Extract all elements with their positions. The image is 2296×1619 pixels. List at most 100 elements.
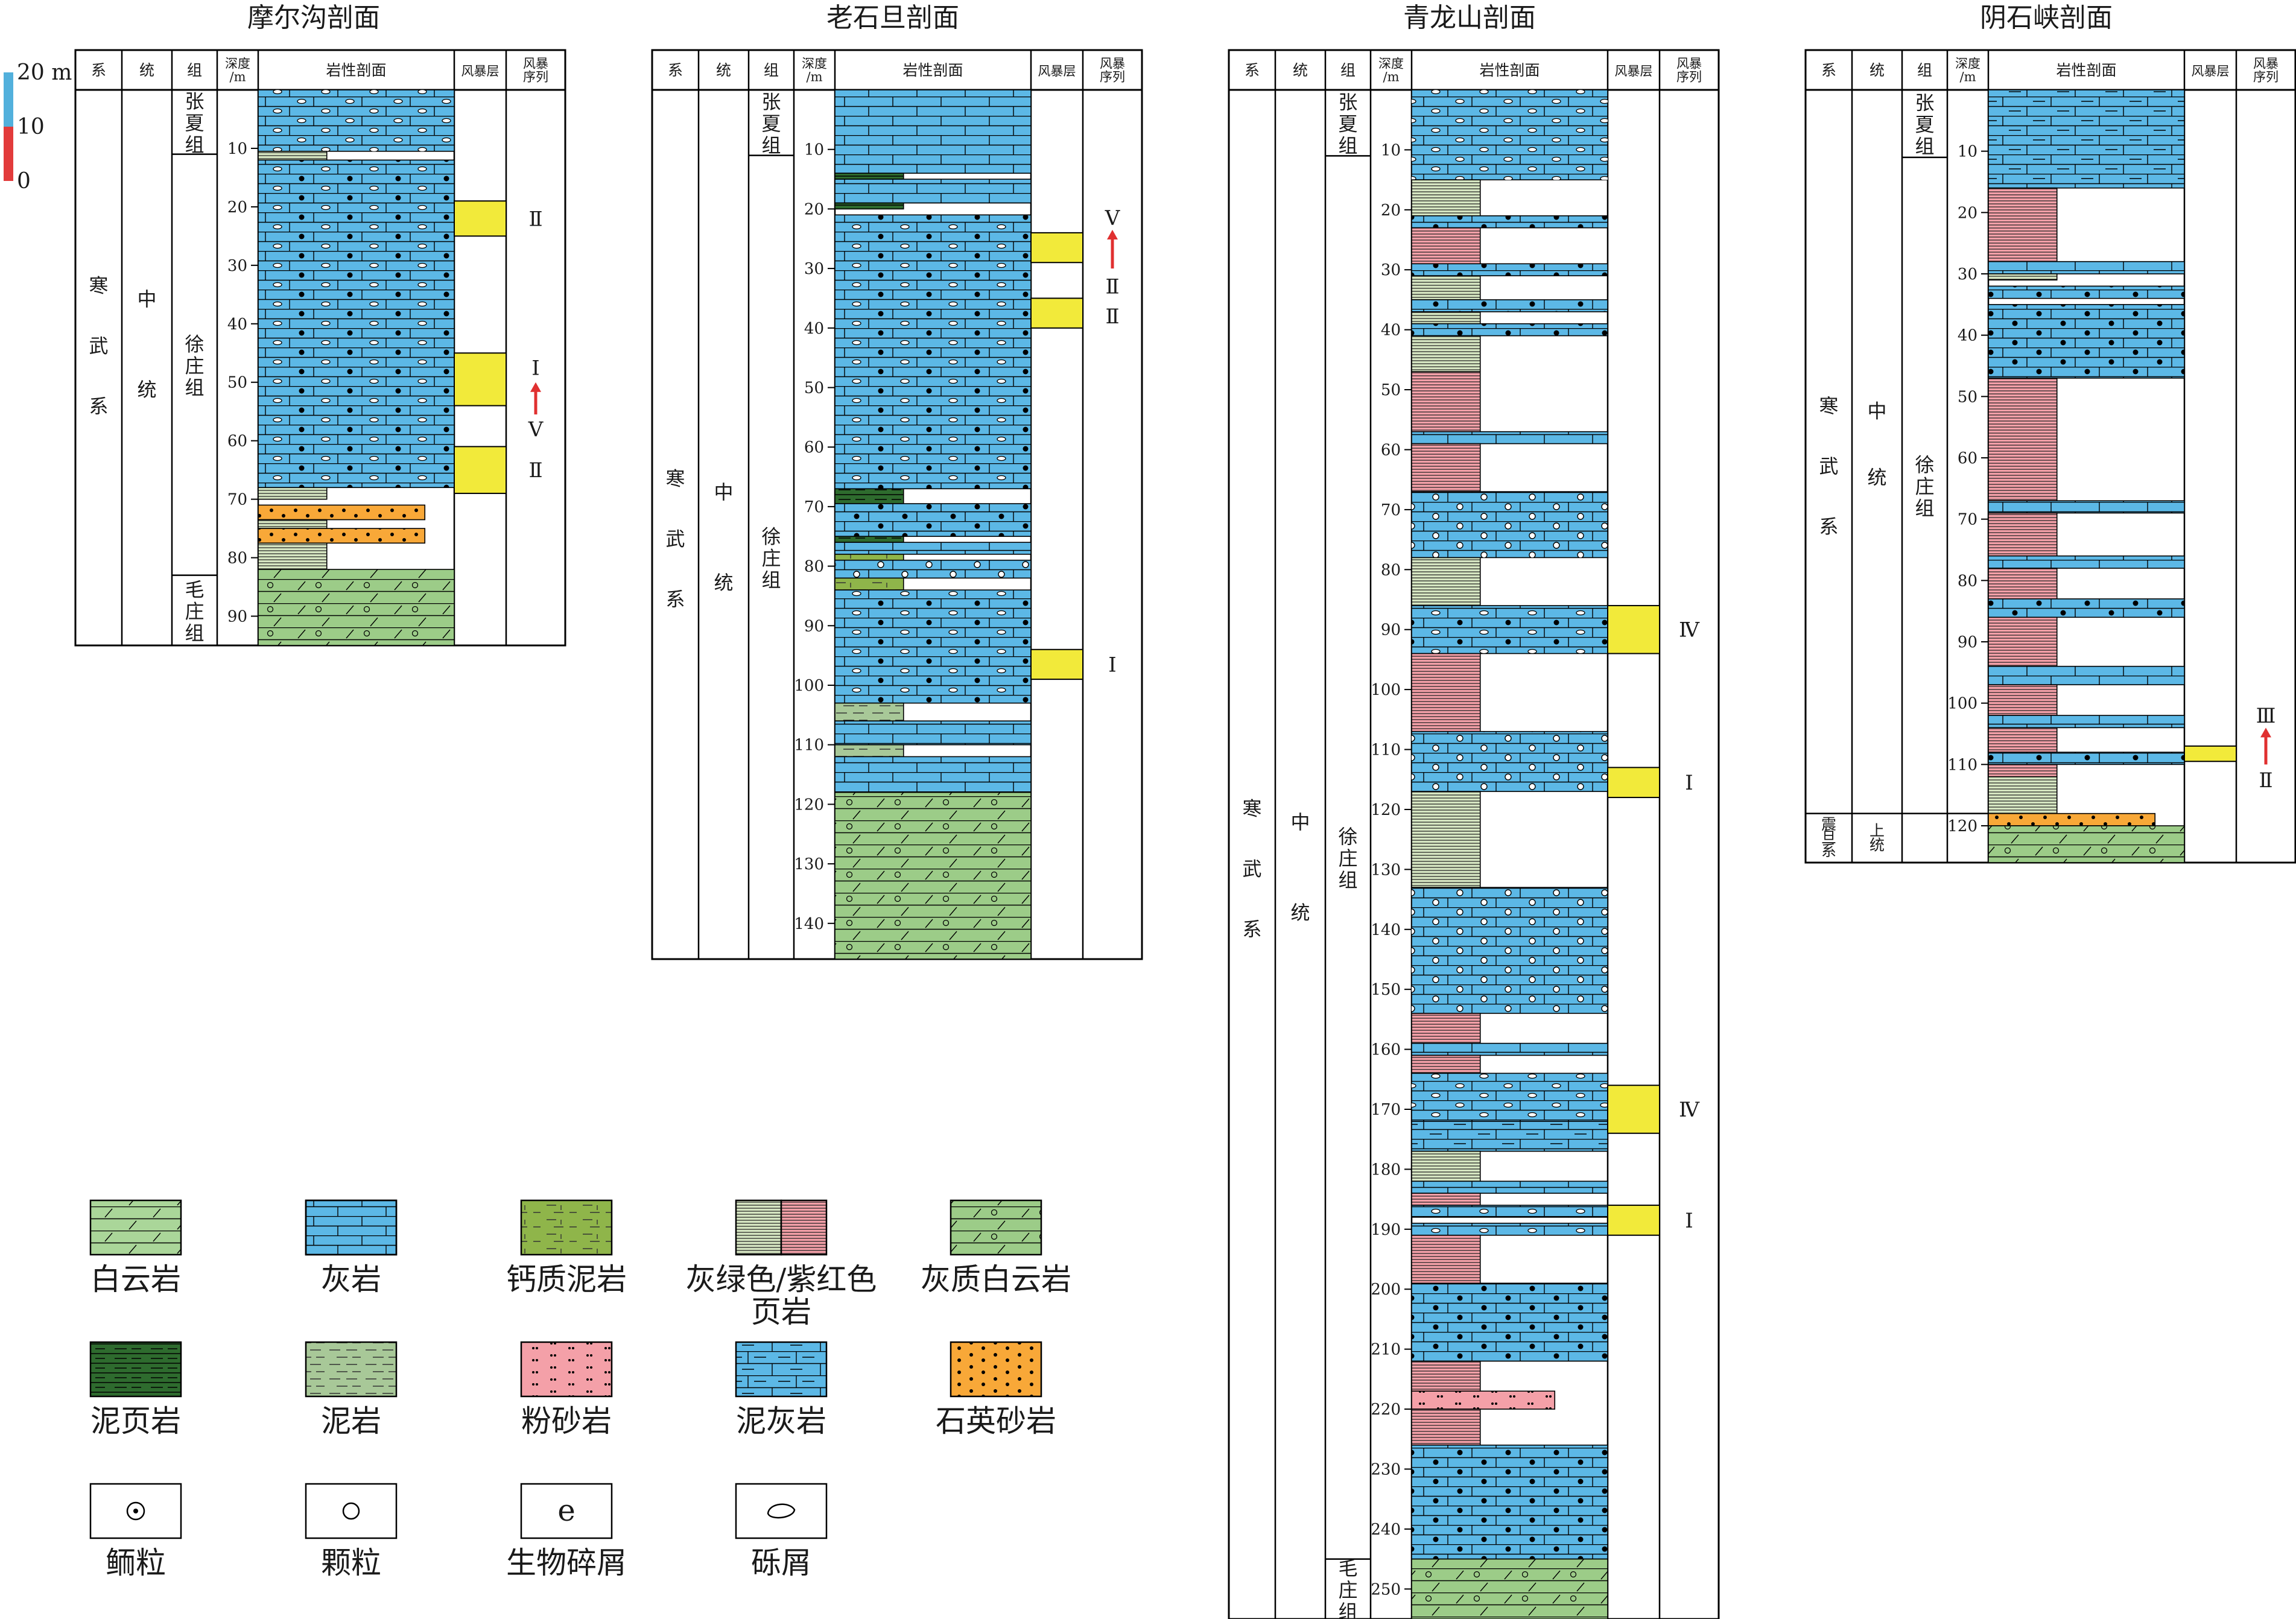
lithology-bed-calc_dolomite bbox=[1988, 825, 2185, 863]
lithology-bed-red_shale bbox=[1411, 1360, 1481, 1392]
system-label-line: 武 bbox=[1819, 455, 1838, 478]
storm-sequence-label: Ⅴ bbox=[528, 417, 544, 442]
formation-label-line: 张 bbox=[1338, 90, 1357, 113]
lithology-bed-green_shale bbox=[1411, 557, 1481, 606]
depth-tick-label: 60 bbox=[1381, 441, 1401, 459]
depth-tick-label: 70 bbox=[804, 498, 824, 516]
storm-layer bbox=[1607, 604, 1660, 654]
depth-tick-label: 20 bbox=[227, 198, 247, 217]
formation-label-line: 徐 bbox=[1915, 453, 1934, 476]
lithology-bed-limestone bbox=[1988, 665, 2185, 685]
lithology-bed-limestone bbox=[834, 89, 1032, 174]
lithology-bed-red_shale bbox=[1411, 1013, 1481, 1044]
header-depth: 深度/m bbox=[1955, 57, 1980, 84]
header-storm-layer: 风暴层 bbox=[1615, 64, 1653, 78]
formation-label-line: 徐 bbox=[1338, 825, 1357, 848]
storm-layer bbox=[1030, 232, 1083, 264]
header-depth: 深度/m bbox=[1378, 57, 1404, 84]
lithology-bed-limestone bbox=[834, 542, 1032, 555]
lithology-bed-quartz_sandstone bbox=[1988, 813, 2156, 826]
lithology-bed-red_shale bbox=[1411, 227, 1481, 265]
lithology-symbol-ooid bbox=[1412, 215, 1608, 228]
depth-tick-label: 30 bbox=[804, 260, 824, 278]
depth-tick-label: 30 bbox=[1958, 265, 1977, 284]
system-label-line: 武 bbox=[665, 528, 685, 551]
formation-label-line: 张 bbox=[185, 90, 204, 113]
header-depth-line: /m bbox=[1960, 70, 1976, 84]
legend-label: 颗粒 bbox=[321, 1545, 381, 1580]
legend-label: 泥岩 bbox=[321, 1404, 381, 1439]
lithology-symbol-grain bbox=[835, 560, 1031, 578]
system-label-lower-line: 震 bbox=[1821, 816, 1836, 833]
header-xi: 系 bbox=[1821, 62, 1836, 79]
lithology-bed-limestone bbox=[1411, 1180, 1608, 1194]
series-label: 中统 bbox=[137, 288, 156, 401]
depth-tick-label: 160 bbox=[1371, 1041, 1401, 1059]
series-label-line: 统 bbox=[714, 571, 733, 594]
depth-tick-label: 230 bbox=[1371, 1460, 1401, 1478]
depth-tick-label: 120 bbox=[794, 796, 824, 814]
depth-tick-label: 50 bbox=[804, 379, 824, 397]
section-title: 青龙山剖面 bbox=[1403, 2, 1536, 33]
depth-tick-label: 100 bbox=[1947, 695, 1977, 713]
lithology-symbol-grain bbox=[1412, 492, 1608, 558]
series-label-line: 统 bbox=[1867, 466, 1886, 489]
lithology-bed-quartz_sandstone bbox=[258, 504, 426, 521]
depth-tick-label: 30 bbox=[1381, 261, 1401, 279]
depth-tick-label: 240 bbox=[1371, 1521, 1401, 1539]
legend-item-siltstone: 粉砂岩 bbox=[520, 1341, 613, 1439]
system-label-lower-line: 旦 bbox=[1821, 829, 1836, 846]
series-label: 中统 bbox=[714, 481, 733, 594]
lithology-bed-mud_shale bbox=[834, 488, 904, 504]
lithology-symbol-ooid bbox=[1412, 1283, 1608, 1361]
legend-label: 灰绿色/紫红色 bbox=[686, 1262, 877, 1297]
storm-sequence-label: Ⅳ bbox=[1679, 1098, 1700, 1122]
section-title: 阴石峡剖面 bbox=[1980, 2, 2113, 33]
scale-label-10: 10 bbox=[17, 115, 45, 139]
lithology-symbol-muddy bbox=[1988, 90, 2184, 188]
lithology-symbol-ooid bbox=[1988, 752, 2184, 765]
header-depth-line: 深度 bbox=[1378, 57, 1404, 71]
legend-label: 页岩 bbox=[751, 1294, 811, 1329]
lithology-symbol-ooid bbox=[1988, 598, 2184, 618]
header-tong: 统 bbox=[716, 62, 731, 79]
depth-tick-label: 10 bbox=[804, 141, 824, 159]
depth-tick-label: 80 bbox=[1958, 572, 1977, 590]
lithology-symbol-mixed bbox=[835, 215, 1031, 489]
lithology-bed-red_shale bbox=[1411, 1234, 1481, 1284]
depth-tick-label: 130 bbox=[1371, 861, 1401, 879]
header-storm-layer: 风暴层 bbox=[2192, 64, 2230, 78]
legend-label: 泥页岩 bbox=[90, 1404, 181, 1439]
storm-sequence-label: Ⅱ bbox=[528, 207, 542, 231]
legend-item-calc_mudstone: 钙质泥岩 bbox=[506, 1199, 627, 1297]
formation-label-line: 夏 bbox=[1338, 112, 1357, 135]
series-label-lower-line: 上 bbox=[1869, 822, 1885, 840]
legend-item-calc_dolomite: 灰质白云岩 bbox=[921, 1199, 1071, 1297]
system-label-line: 系 bbox=[1819, 515, 1838, 538]
formation-label-line: 张 bbox=[1915, 92, 1934, 115]
legend-label: 砾屑 bbox=[751, 1545, 811, 1580]
series-label: 中统 bbox=[1867, 399, 1886, 489]
storm-sequence-label: Ⅰ bbox=[1685, 1209, 1693, 1233]
formation-label-line: 组 bbox=[185, 621, 204, 644]
depth-tick-label: 120 bbox=[1947, 817, 1977, 835]
lithology-bed-siltstone bbox=[1411, 1390, 1556, 1410]
gravel-icon bbox=[767, 1503, 796, 1519]
depth-tick-label: 70 bbox=[227, 491, 247, 509]
legend-item-dolomite: 白云岩 bbox=[89, 1199, 182, 1297]
formation-label-line: 张 bbox=[761, 90, 781, 113]
header-lithology: 岩性剖面 bbox=[902, 62, 963, 79]
storm-sequence-arrowhead bbox=[1107, 229, 1118, 239]
legend-label: 生物碎屑 bbox=[506, 1545, 627, 1580]
formation-label-line: 组 bbox=[1338, 1600, 1357, 1619]
formation-label-line: 庄 bbox=[1338, 847, 1357, 870]
lithology-bed-green_shale bbox=[1411, 335, 1481, 373]
series-label-line: 中 bbox=[1867, 399, 1886, 422]
depth-tick-label: 30 bbox=[227, 257, 247, 275]
header-xi: 系 bbox=[668, 62, 683, 79]
lithology-bed-limestone bbox=[1411, 431, 1608, 445]
storm-layer bbox=[1607, 767, 1660, 799]
lithology-bed-green_shale bbox=[1411, 1150, 1481, 1182]
